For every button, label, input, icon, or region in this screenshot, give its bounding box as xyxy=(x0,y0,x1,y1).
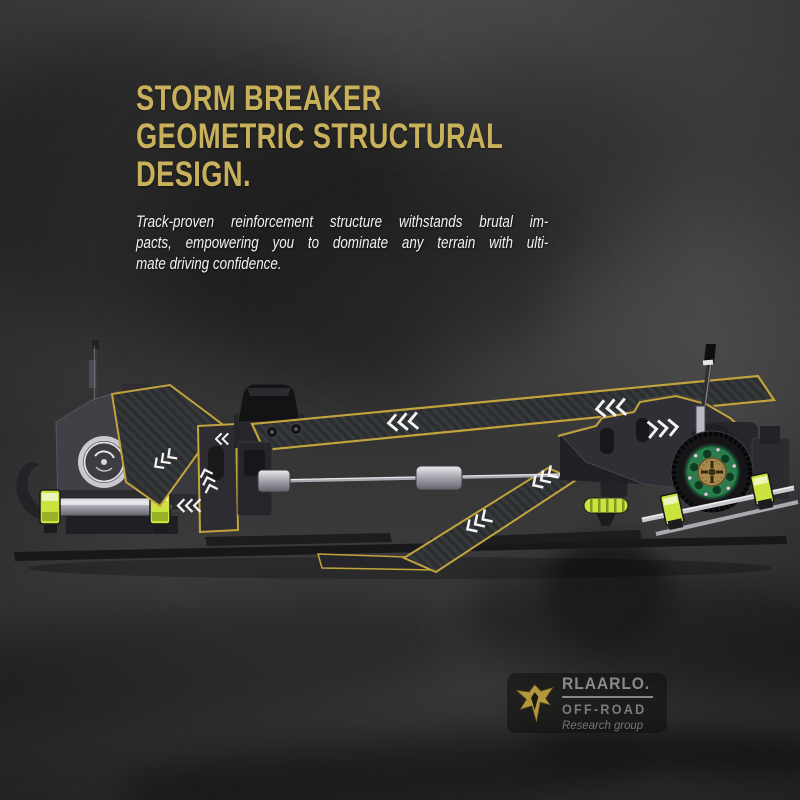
pillar-slot xyxy=(208,446,224,480)
lime-end-cap xyxy=(39,489,61,533)
rear-antenna xyxy=(695,344,716,435)
page-title: STORM BREAKER GEOMETRIC STRUCTURAL DESIG… xyxy=(136,80,503,194)
lime-gear-adapter xyxy=(583,497,629,526)
brand-text: RLAARLO. OFF-ROAD Research group xyxy=(562,674,661,732)
brand-group: Research group xyxy=(562,718,644,732)
description-paragraph: Track-proven reinforcement structure wit… xyxy=(136,211,548,274)
brand-name: RLAARLO. xyxy=(562,674,654,698)
brand-badge: RLAARLO. OFF-ROAD Research group xyxy=(507,673,667,733)
cab-roof xyxy=(247,388,291,396)
suspension-arms xyxy=(205,530,642,547)
chassis-bottom-rail xyxy=(14,536,787,561)
description-line: Track-proven reinforcement structure wit… xyxy=(136,212,549,231)
background-blob xyxy=(300,235,560,365)
chassis-render xyxy=(14,340,799,579)
title-line: STORM BREAKER xyxy=(136,79,382,118)
gold-outlined-top-deck xyxy=(250,374,776,452)
title-line: GEOMETRIC STRUCTURAL xyxy=(136,117,504,156)
rlaarlo-bull-emblem-icon xyxy=(515,684,554,723)
front-bumper-hook xyxy=(16,462,51,520)
background-blob xyxy=(430,60,690,230)
lime-clamp xyxy=(659,492,685,530)
spur-gear xyxy=(670,430,754,514)
description-line: pacts, empowering you to dominate any te… xyxy=(136,233,549,252)
description-line: mate driving confidence. xyxy=(136,254,282,273)
title-line: DESIGN. xyxy=(136,155,251,194)
lime-clamp xyxy=(749,472,775,510)
rear-rods xyxy=(641,472,799,536)
bracket-slot xyxy=(244,450,265,476)
gearbox-emblem xyxy=(78,436,130,488)
brand-division: OFF-ROAD xyxy=(562,701,647,717)
